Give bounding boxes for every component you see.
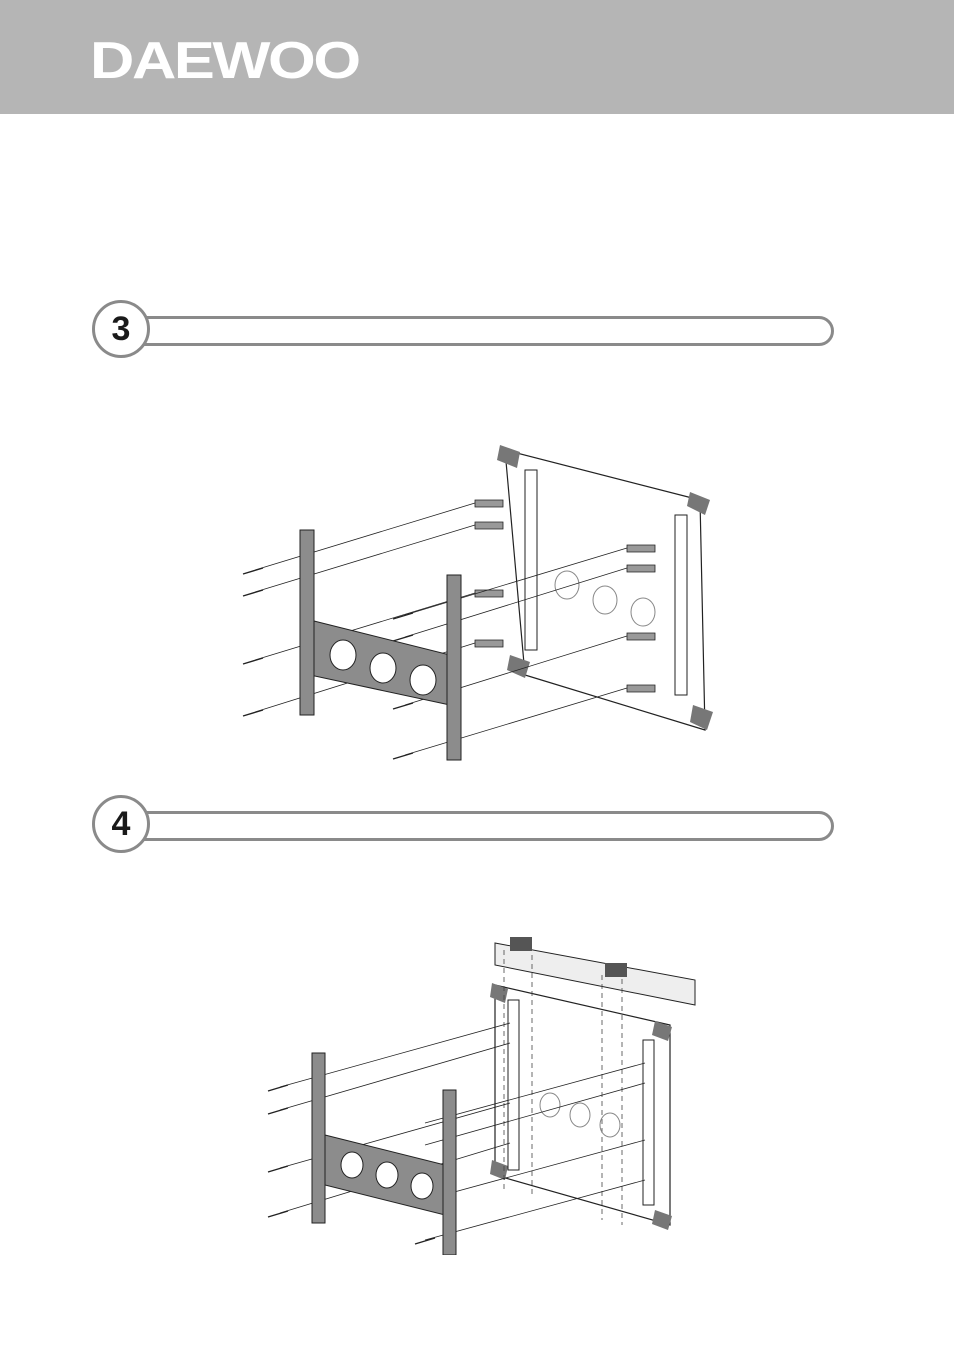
- wall-anchor: [475, 640, 503, 647]
- screw: [268, 1085, 288, 1091]
- wall-anchor: [475, 522, 503, 529]
- brand-logo-text: DAEWOO: [90, 36, 359, 86]
- step-4-header: 4: [92, 795, 838, 845]
- step-4-bar: [118, 811, 834, 841]
- crossbar-hole: [376, 1162, 398, 1188]
- wall-anchor: [627, 633, 655, 640]
- crossbar-hole: [410, 665, 436, 695]
- step-3-number: 3: [112, 312, 131, 346]
- tv-bracket-left-arm: [312, 1053, 325, 1223]
- screw: [393, 753, 413, 759]
- wall-rail-left: [508, 1000, 519, 1170]
- crossbar-hole: [370, 653, 396, 683]
- step-4-number: 4: [112, 807, 131, 841]
- stud-left: [510, 937, 532, 951]
- wall-anchor: [627, 545, 655, 552]
- screw: [415, 1238, 435, 1244]
- screw: [243, 568, 263, 574]
- wall-rail-left: [525, 470, 537, 650]
- tape: [490, 983, 508, 1003]
- wall-anchor: [475, 590, 503, 597]
- screw: [243, 710, 263, 716]
- crossbar-hole: [341, 1152, 363, 1178]
- tv-bracket-right-arm: [443, 1090, 456, 1255]
- crossbar-hole: [330, 640, 356, 670]
- stud-right: [605, 963, 627, 977]
- crossbar-hole: [411, 1173, 433, 1199]
- screw: [243, 658, 263, 664]
- tv-bracket-right-arm: [447, 575, 461, 760]
- wall-anchor: [627, 565, 655, 572]
- screw: [393, 635, 413, 641]
- step-3-bar: [118, 316, 834, 346]
- step-3-circle: 3: [92, 300, 150, 358]
- tape-top-left: [497, 445, 520, 468]
- wall-anchor: [475, 500, 503, 507]
- step-3-header: 3: [92, 300, 838, 350]
- step-4-circle: 4: [92, 795, 150, 853]
- screw: [268, 1211, 288, 1217]
- header-band: DAEWOO: [0, 0, 954, 114]
- wall-anchor: [627, 685, 655, 692]
- step-4-diagram: [260, 935, 705, 1255]
- screw: [393, 613, 413, 619]
- wall-rail-right: [675, 515, 687, 695]
- screw: [243, 590, 263, 596]
- tv-bracket-left-arm: [300, 530, 314, 715]
- screw: [268, 1108, 288, 1114]
- step-3-diagram: [235, 440, 725, 770]
- daewoo-logo: DAEWOO: [90, 36, 394, 86]
- screw: [393, 703, 413, 709]
- screw: [268, 1166, 288, 1172]
